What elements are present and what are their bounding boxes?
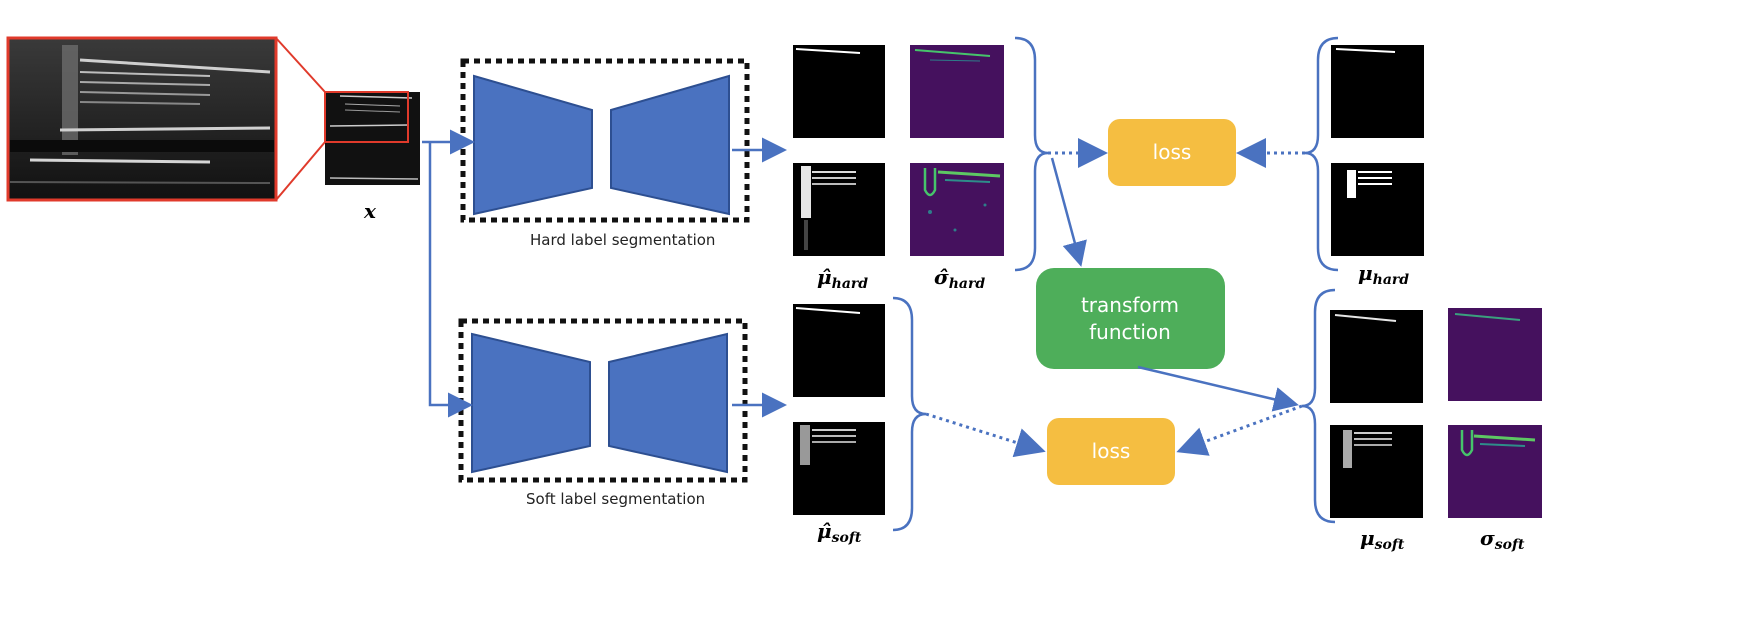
sigma-hat-hard-label: σ̂hard	[934, 265, 985, 292]
soft-encoder	[471, 332, 591, 474]
input-image	[324, 91, 420, 185]
mu-hat-hard-images	[793, 45, 885, 256]
hard-to-transform-arrow	[1050, 157, 1087, 267]
transform-function-box	[1036, 268, 1225, 369]
zoom-region-box	[324, 91, 409, 143]
mu-soft-label: μsoft	[1360, 526, 1405, 553]
transform-label-line2: function	[1089, 320, 1171, 344]
target-soft-to-loss-arrow	[1176, 404, 1303, 456]
hard-network-caption: Hard label segmentation	[530, 231, 715, 249]
mu-soft-target-images	[1330, 310, 1423, 518]
hard-decoder	[610, 74, 730, 216]
input-label: x	[363, 199, 377, 223]
loss-bottom-label: loss	[1092, 439, 1131, 463]
soft-output-brace	[892, 296, 927, 532]
mu-hard-label: μhard	[1358, 261, 1409, 288]
hard-encoder	[473, 74, 593, 216]
zoom-line-bottom	[275, 141, 326, 201]
soft-decoder	[608, 332, 728, 474]
sigma-hat-hard-images	[910, 45, 1004, 256]
soft-network-caption: Soft label segmentation	[526, 490, 705, 508]
loss-top-label: loss	[1153, 140, 1192, 164]
sigma-soft-label: σsoft	[1480, 526, 1525, 553]
input-arrows	[422, 129, 475, 418]
pred-soft-to-loss-arrow	[925, 412, 1046, 458]
zoomed-ultrasound-image	[6, 36, 278, 202]
mu-hard-target-images	[1331, 45, 1424, 256]
mu-hat-soft-images	[793, 304, 885, 515]
hard-output-brace	[1014, 36, 1049, 272]
transform-label-line1: transform	[1081, 293, 1179, 317]
loss-bottom-box	[1047, 418, 1175, 485]
mu-hat-hard-label: μ̂hard	[817, 265, 868, 292]
hard-segmentation-network	[460, 58, 750, 223]
transform-to-soft-target-arrow	[1137, 365, 1299, 412]
zoom-line-top	[275, 37, 326, 93]
loss-top-box	[1108, 119, 1236, 186]
sigma-soft-target-images	[1448, 308, 1542, 518]
soft-segmentation-network	[458, 318, 748, 483]
mu-hat-soft-label: μ̂soft	[817, 519, 862, 546]
